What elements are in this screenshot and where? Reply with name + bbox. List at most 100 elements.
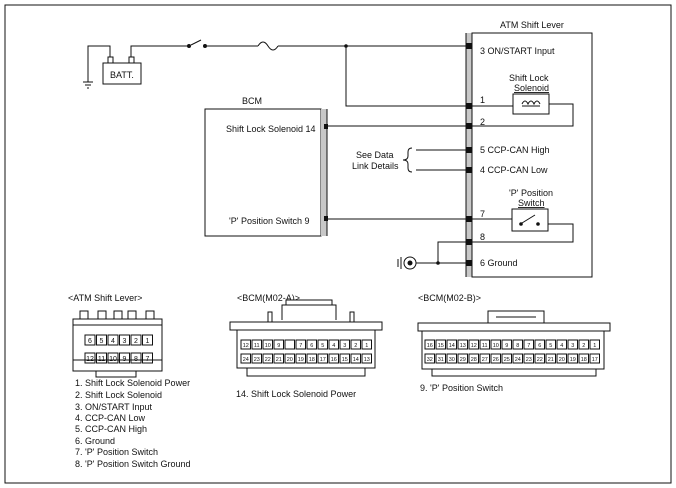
p-position-switch: 'P' Position Switch	[472, 188, 574, 243]
pps-label-2: Switch	[518, 198, 545, 208]
connector-pin-number: 27	[482, 357, 488, 363]
atm-pin-5: 5 CCP-CAN High	[480, 145, 550, 155]
atm-pin-6: 6 Ground	[480, 258, 518, 268]
connector-pin-number: 1	[593, 343, 596, 349]
connector-pin-number: 5	[321, 343, 324, 349]
connector-pin-number: 10	[265, 343, 271, 349]
atm-pin-7: 7	[480, 209, 485, 219]
connector-cavity	[457, 339, 468, 350]
connector-cavity	[262, 339, 273, 350]
bcm-b-connector-title: <BCM(M02-B)>	[418, 293, 481, 303]
connector-cavity	[240, 339, 251, 350]
connector-cavity	[479, 339, 490, 350]
ground-point	[397, 241, 466, 270]
fuse-symbol	[257, 41, 279, 51]
connector-pin-number: 6	[310, 343, 313, 349]
connector-pin-number: 21	[276, 357, 282, 363]
bcm-module: BCM Shift Lock Solenoid 14 'P' Position …	[204, 96, 328, 237]
connector-cavity	[512, 353, 523, 364]
connector-cavity	[350, 339, 361, 350]
connector-pin-number: 2	[134, 338, 138, 345]
connector-cavity	[130, 352, 142, 364]
connector-pin-number: 22	[265, 357, 271, 363]
connector-cavity	[306, 339, 317, 350]
atm-title: ATM Shift Lever	[500, 20, 564, 30]
data-link-reference: See Data Link Details	[352, 147, 466, 173]
connector-cavity	[273, 353, 284, 364]
connector-cavity	[295, 339, 306, 350]
atm-pin-3: 3 ON/START Input	[480, 46, 555, 56]
connector-pin-number: 6	[88, 338, 92, 345]
connector-cavity	[361, 339, 372, 350]
connector-cavity	[240, 353, 251, 364]
connector-cavity	[578, 339, 589, 350]
connector-cavity	[534, 353, 545, 364]
bcm-a-legend: 14. Shift Lock Solenoid Power	[236, 389, 356, 399]
connector-cavity	[501, 339, 512, 350]
connector-pin-number: 2	[354, 343, 357, 349]
connector-pin-number: 4	[111, 338, 115, 345]
connector-cavity	[142, 352, 153, 364]
atm-pin-4: 4 CCP-CAN Low	[480, 165, 548, 175]
connector-cavity	[84, 352, 96, 364]
connector-pin-number: 28	[471, 357, 477, 363]
connector-cavity	[107, 334, 119, 346]
atm-shift-lever: ATM Shift Lever 3 ON/START Input 1 2 5 C…	[465, 20, 593, 278]
connector-cavity	[435, 339, 446, 350]
shift-lock-solenoid: Shift Lock Solenoid	[472, 73, 574, 127]
see-data-line2: Link Details	[352, 161, 399, 171]
connector-cavity	[130, 334, 142, 346]
connector-pin-number: 23	[526, 357, 532, 363]
pps-label-1: 'P' Position	[509, 188, 553, 198]
connector-cavity	[306, 353, 317, 364]
legend-item: 1. Shift Lock Solenoid Power	[75, 378, 190, 388]
connector-cavity	[107, 352, 119, 364]
connector-cavity	[251, 339, 262, 350]
connector-pin-number: 4	[332, 343, 335, 349]
legend-item: 5. CCP-CAN High	[75, 424, 147, 434]
connector-cavity	[284, 339, 295, 350]
connector-cavity	[545, 353, 556, 364]
connector-pin-number: 18	[309, 357, 315, 363]
connector-cavity	[490, 353, 501, 364]
connector-pin-number: 9	[505, 343, 508, 349]
connector-pin-number: 15	[342, 357, 348, 363]
legend-item: 2. Shift Lock Solenoid	[75, 390, 162, 400]
connector-cavity	[119, 334, 130, 346]
connector-cavity	[317, 339, 328, 350]
connector-pin-number: 8	[516, 343, 519, 349]
connector-cavity	[490, 339, 501, 350]
connector-pin-number: 12	[471, 343, 477, 349]
connector-cavity	[435, 353, 446, 364]
atm-pin-2: 2	[480, 117, 485, 127]
connector-pin-number: 7	[527, 343, 530, 349]
battery: BATT.	[83, 45, 188, 89]
connector-cavity	[468, 339, 479, 350]
connector-pin-number: 29	[460, 357, 466, 363]
connector-pin-number: 3	[343, 343, 346, 349]
connector-cavity	[589, 339, 600, 350]
connector-cavity	[501, 353, 512, 364]
connector-cavity	[556, 339, 567, 350]
connector-pin-number: 32	[427, 357, 433, 363]
connector-pin-number: 6	[538, 343, 541, 349]
bcm-title: BCM	[242, 96, 262, 106]
connector-cavity	[339, 353, 350, 364]
connector-pin-number: 13	[460, 343, 466, 349]
connector-cavity	[84, 334, 96, 346]
connector-pin-number: 19	[570, 357, 576, 363]
connector-pin-number: 30	[449, 357, 455, 363]
connector-pin-number: 5	[100, 338, 104, 345]
connector-pin-number: 22	[537, 357, 543, 363]
connector-pin-number: 14	[449, 343, 455, 349]
connector-pin-number: 1	[146, 338, 150, 345]
connector-cavity	[251, 353, 262, 364]
connector-pin-number: 16	[427, 343, 433, 349]
connector-pin-number: 24	[243, 357, 249, 363]
legend-item: 8. 'P' Position Switch Ground	[75, 459, 191, 469]
sls-label-2: Solenoid	[514, 83, 549, 93]
bcm-pin-9: 'P' Position Switch 9	[229, 216, 309, 226]
